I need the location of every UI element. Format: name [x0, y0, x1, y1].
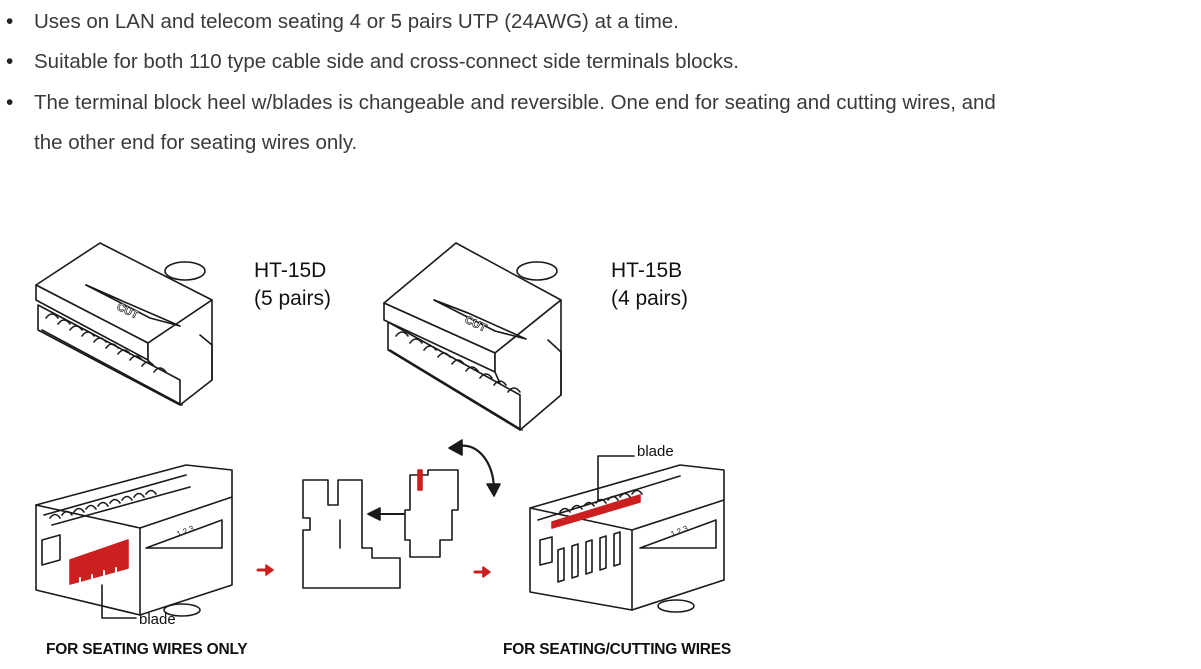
rotate-arrow-icon — [448, 439, 501, 497]
model-b-name: HT-15B — [611, 259, 683, 282]
feature-2: Suitable for both 110 type cable side an… — [34, 50, 739, 73]
model-a-name: HT-15D — [254, 259, 327, 282]
heel-piece-illustration — [302, 469, 459, 589]
feature-1: Uses on LAN and telecom seating 4 or 5 p… — [34, 10, 679, 33]
bullet-marker: • — [6, 50, 14, 73]
tool-ht15d-illustration — [35, 242, 213, 406]
blade-label-right: blade — [637, 443, 674, 460]
block-seating-only-illustration: 1 2 3 — [35, 464, 233, 619]
bullet-marker: • — [6, 91, 14, 114]
caption-seating-only: FOR SEATING WIRES ONLY — [46, 641, 248, 658]
feature-3-line-1: The terminal block heel w/blades is chan… — [34, 91, 996, 114]
feature-3-line-2: the other end for seating wires only. — [34, 131, 358, 154]
block-seating-cutting-illustration: 1 2 3 — [529, 455, 725, 613]
blade-label-left: blade — [139, 611, 176, 628]
caption-seating-cutting: FOR SEATING/CUTTING WIRES — [503, 641, 732, 658]
bullet-marker: • — [6, 10, 14, 33]
tool-ht15b-illustration — [383, 242, 562, 431]
model-b-pairs: (4 pairs) — [611, 287, 689, 310]
arrow-left-icon — [367, 507, 405, 521]
arrow-right-icon — [256, 564, 491, 578]
model-a-pairs: (5 pairs) — [254, 287, 332, 310]
